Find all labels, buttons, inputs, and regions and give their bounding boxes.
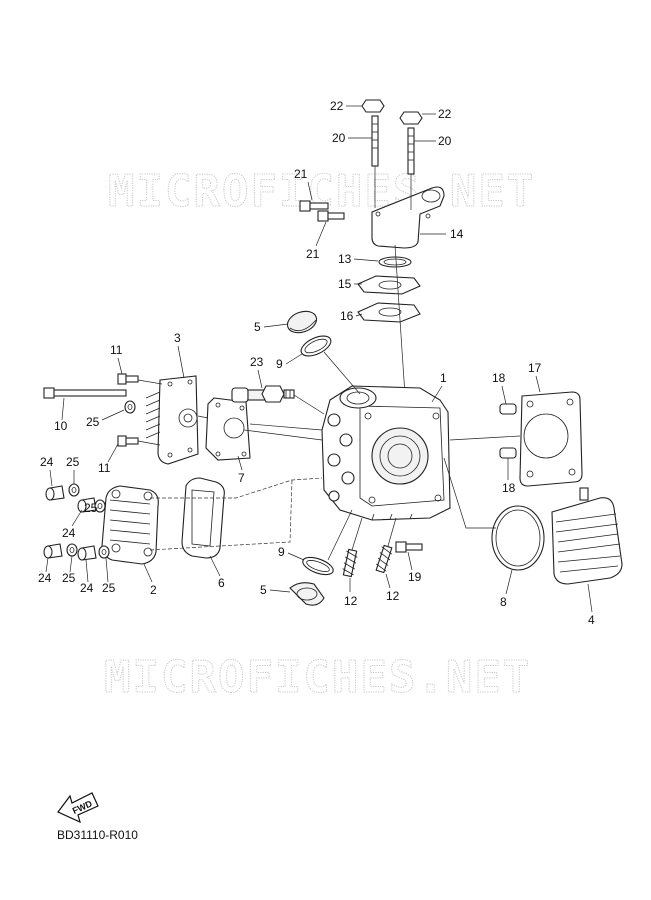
callout-25-c: 25 <box>84 501 98 515</box>
callout-22-left: 22 <box>330 99 344 113</box>
bolt-21-upper[interactable] <box>299 200 329 212</box>
callout-24-b: 24 <box>62 526 76 540</box>
o-ring-8[interactable] <box>491 505 545 571</box>
gasket-15[interactable] <box>357 275 421 295</box>
o-ring-9-upper[interactable] <box>298 332 334 360</box>
callout-5-lower: 5 <box>260 583 267 597</box>
bolt-11-lower[interactable] <box>117 435 139 447</box>
valve-spring-12-left[interactable] <box>342 548 358 578</box>
callout-10: 10 <box>54 419 68 433</box>
cap-5-lower[interactable] <box>289 582 325 606</box>
callout-25-e: 25 <box>102 581 116 595</box>
callout-25-b: 25 <box>66 455 80 469</box>
spark-plug-23[interactable] <box>231 385 295 403</box>
callout-4: 4 <box>588 613 595 627</box>
callout-15: 15 <box>338 277 352 291</box>
intake-manifold-14[interactable] <box>371 186 445 249</box>
gasket-7[interactable] <box>205 397 251 461</box>
callout-3: 3 <box>174 331 181 345</box>
side-cover-2[interactable] <box>101 485 159 565</box>
callout-5-upper: 5 <box>254 320 261 334</box>
acorn-nut-24-a[interactable] <box>45 485 65 501</box>
callout-12-left: 12 <box>344 594 358 608</box>
acorn-nut-24-d[interactable] <box>77 545 97 561</box>
dowel-pin-18-upper[interactable] <box>499 403 517 415</box>
callout-24-a: 24 <box>40 455 54 469</box>
cylinder-4[interactable] <box>551 487 623 585</box>
o-ring-9-lower[interactable] <box>301 554 336 578</box>
callout-24-c: 24 <box>38 571 52 585</box>
diagram-code: BD31110-R010 <box>57 828 138 842</box>
callout-2: 2 <box>150 583 157 597</box>
washer-25-upper[interactable] <box>124 400 136 414</box>
stud-bolt-20-left[interactable] <box>371 115 379 167</box>
valve-cover-3[interactable] <box>145 375 199 465</box>
washer-25-d[interactable] <box>66 543 78 557</box>
callout-16: 16 <box>340 309 354 323</box>
washer-25-b[interactable] <box>68 483 80 497</box>
long-bolt-10[interactable] <box>43 387 127 399</box>
callout-8: 8 <box>500 595 507 609</box>
callout-25-a: 25 <box>86 415 100 429</box>
callout-14: 14 <box>450 227 464 241</box>
callout-19: 19 <box>408 570 422 584</box>
callout-17: 17 <box>528 361 542 375</box>
callout-11-upper: 11 <box>110 343 123 357</box>
callout-18-upper: 18 <box>492 371 506 385</box>
callout-21-lower: 21 <box>306 247 320 261</box>
callout-25-d: 25 <box>62 571 76 585</box>
watermark-bottom: MICROFICHES.NET <box>104 652 531 703</box>
washer-25-e[interactable] <box>98 545 110 559</box>
callout-20-right: 20 <box>438 134 452 148</box>
cylinder-head-1[interactable] <box>321 385 451 521</box>
bolt-21-lower[interactable] <box>317 210 345 222</box>
cap-5-upper[interactable] <box>284 307 319 336</box>
bolt-19[interactable] <box>395 541 423 553</box>
callout-9-upper: 9 <box>276 357 283 371</box>
acorn-nut-24-c[interactable] <box>43 543 63 559</box>
washer-25-c[interactable] <box>94 499 106 513</box>
callout-20-left: 20 <box>332 131 346 145</box>
nut-22-left[interactable] <box>361 99 385 113</box>
callout-6: 6 <box>218 576 225 590</box>
callout-24-d: 24 <box>80 581 94 595</box>
acorn-nut-24-b[interactable] <box>77 497 97 513</box>
forward-arrow-icon: FWD <box>57 792 99 824</box>
callout-11-lower: 11 <box>98 461 111 475</box>
callout-9-lower: 9 <box>278 545 285 559</box>
callout-18-lower: 18 <box>502 481 516 495</box>
joint-16[interactable] <box>357 302 421 323</box>
o-ring-13[interactable] <box>378 256 412 268</box>
cylinder-head-gasket-17[interactable] <box>519 391 583 487</box>
callout-22-right: 22 <box>438 107 452 121</box>
dowel-pin-18-lower[interactable] <box>499 447 517 459</box>
callout-12-right: 12 <box>386 589 400 603</box>
callout-13: 13 <box>338 252 352 266</box>
nut-22-right[interactable] <box>399 111 423 125</box>
stud-bolt-20-right[interactable] <box>407 127 415 175</box>
callout-7: 7 <box>238 471 245 485</box>
callout-23: 23 <box>250 355 264 369</box>
valve-spring-12-right[interactable] <box>375 544 393 574</box>
callout-21-upper: 21 <box>294 167 308 181</box>
callout-1: 1 <box>440 371 447 385</box>
bolt-11-upper[interactable] <box>117 373 139 385</box>
